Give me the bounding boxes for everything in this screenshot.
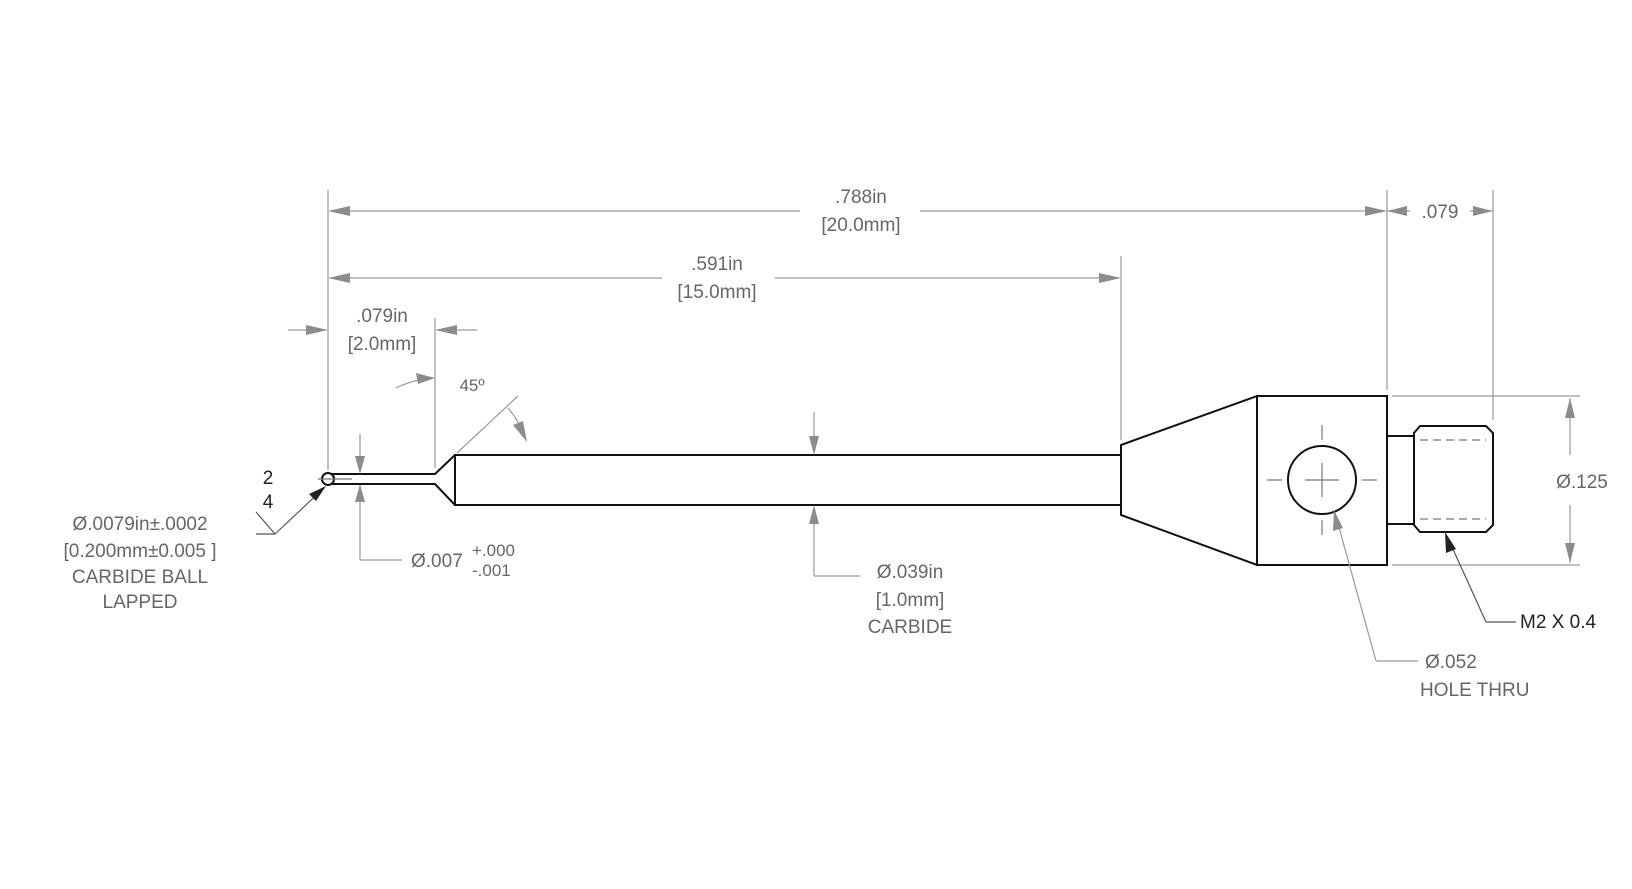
hole-diameter-label: Ø.052 [1425,652,1477,673]
dim-tip-mm: [2.0mm] [348,334,417,355]
thread-section [1413,425,1494,533]
dim-overall-length [328,206,1387,216]
dim-stem-diameter-in: Ø.039in [877,562,944,583]
dim-thread-length [1387,206,1493,216]
dim-tip-tol-plus: +.000 [472,541,515,560]
dim-stem-diameter [809,412,860,577]
leader-ball [255,486,326,535]
dim-body-diameter [1565,398,1575,563]
stem-body [454,454,1122,506]
taper-cone [1120,394,1258,567]
ball-diameter-in: Ø.0079in±.0002 [72,514,207,535]
dim-stem-length [328,273,1121,283]
stylus-part-outline [321,394,1494,567]
dim-stem-in: .591in [691,254,743,275]
ball-material-label: CARBIDE BALL [72,567,208,588]
dim-tip-tol-minus: -.001 [472,561,511,580]
ball-diameter-mm: [0.200mm±0.005 ] [63,541,216,562]
dim-taper-angle-label: 45º [459,376,484,395]
thread-spec-label: M2 X 0.4 [1520,612,1596,633]
ball-finish-label: LAPPED [103,592,178,613]
tip-shank-top [332,454,456,475]
dim-stem-mm: [15.0mm] [677,282,756,303]
hole-center-mark [1267,425,1377,535]
dim-overall-mm: [20.0mm] [821,215,900,236]
leader-hole [1333,510,1418,662]
hole-note-label: HOLE THRU [1420,680,1529,701]
dim-stem-diameter-mm: [1.0mm] [876,590,945,611]
thread-neck [1386,435,1415,525]
ball-grade-top: 2 [263,468,274,489]
tip-shank-bottom [332,483,456,506]
dim-taper-angle [395,373,527,454]
dim-tip-diameter-label: Ø.007 [411,551,463,572]
dim-stem-material: CARBIDE [868,617,952,638]
dim-body-diameter-label: Ø.125 [1556,472,1608,493]
ball-grade-bottom: 4 [263,492,274,513]
dim-thread-length-label: .079 [1422,202,1459,223]
cross-hole [1287,445,1357,515]
extension-lines [327,190,1580,566]
leader-thread [1445,532,1516,623]
dim-tip-length [288,325,477,335]
dim-overall-in: .788in [835,187,887,208]
dim-tip-in: .079in [356,306,408,327]
dim-tip-diameter [355,434,402,561]
